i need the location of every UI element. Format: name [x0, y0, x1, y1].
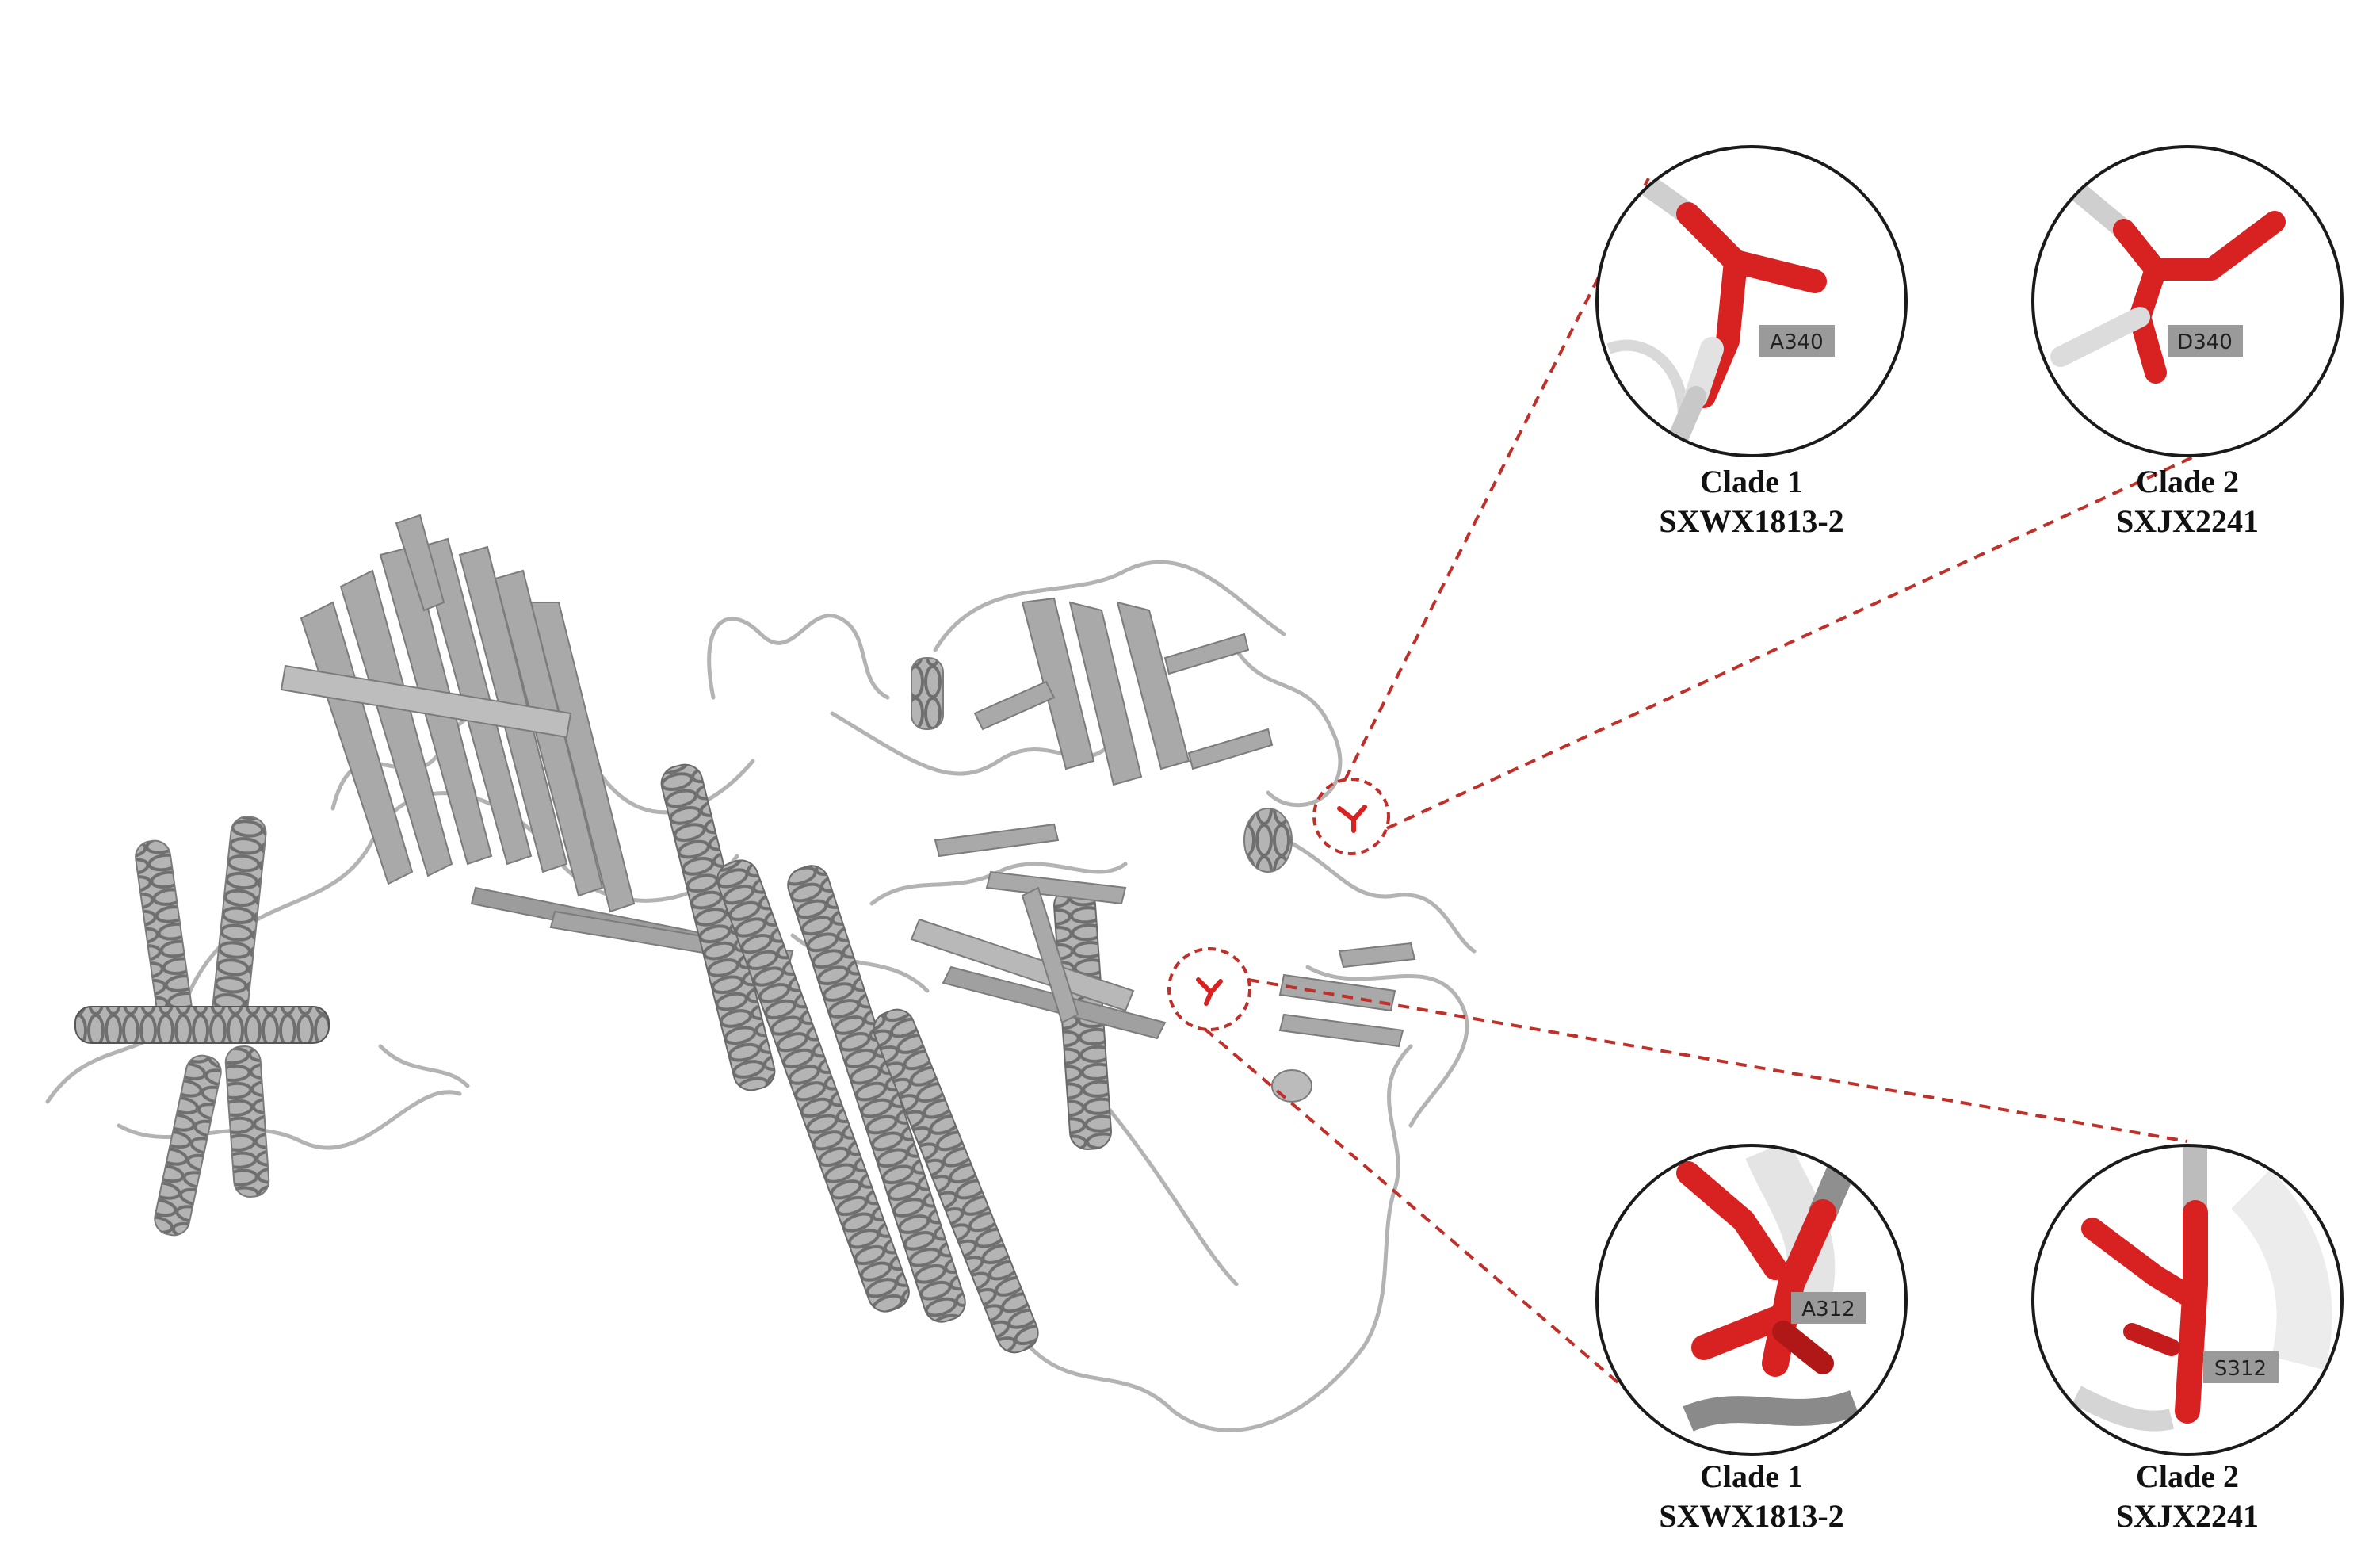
caption-bottom-right-clade: Clade 2	[2136, 1458, 2239, 1494]
protein-cartoon	[45, 514, 1477, 1432]
inset-s312-label: S312	[2214, 1357, 2267, 1381]
callout-line-340-clade2	[1386, 411, 2291, 830]
site-312-circle	[1167, 947, 1251, 1031]
caption-top-right-clade: Clade 2	[2136, 464, 2239, 499]
inset-s312-label-bg	[2203, 1351, 2279, 1383]
callout-line-312-clade2	[1247, 978, 2188, 1143]
caption-top-left-strain: SXWX1813-2	[1659, 503, 1844, 539]
central-helices	[660, 763, 1112, 1354]
caption-top-left-clade: Clade 1	[1700, 464, 1803, 499]
caption-bottom-left-strain: SXWX1813-2	[1659, 1498, 1844, 1534]
site-340-circle	[1312, 778, 1390, 855]
caption-top-right-strain: SXJX2241	[2115, 503, 2260, 539]
inset-s312: S312	[2031, 1144, 2344, 1456]
left-helix-bundle	[74, 816, 330, 1237]
caption-top-right: Clade 2 SXJX2241	[2029, 462, 2346, 541]
caption-bottom-left: Clade 1 SXWX1813-2	[1593, 1457, 1910, 1536]
inset-a312-label-bg	[1791, 1292, 1866, 1324]
upper-right-domain	[910, 597, 1416, 1103]
inset-d340-label: D340	[2177, 331, 2233, 354]
caption-bottom-right: Clade 2 SXJX2241	[2029, 1457, 2346, 1536]
callout-line-312-clade1	[1203, 1027, 1634, 1397]
site-312-residue	[1196, 977, 1223, 1006]
inset-a312: A312	[1595, 1144, 1908, 1456]
caption-top-left: Clade 1 SXWX1813-2	[1593, 462, 1910, 541]
inset-a312-label: A312	[1801, 1298, 1855, 1321]
inset-d340-label-bg	[2168, 325, 2243, 357]
caption-bottom-left-clade: Clade 1	[1700, 1458, 1803, 1494]
beta-barrel	[280, 514, 794, 969]
inset-a340-label: A340	[1770, 331, 1823, 354]
caption-bottom-right-strain: SXJX2241	[2115, 1498, 2260, 1534]
site-340-residue	[1337, 805, 1367, 833]
residue-highlights	[1167, 778, 1390, 1031]
inset-a340-label-bg	[1759, 325, 1835, 357]
inset-a340: A340	[1595, 145, 1908, 457]
inset-d340: D340	[2031, 145, 2344, 457]
